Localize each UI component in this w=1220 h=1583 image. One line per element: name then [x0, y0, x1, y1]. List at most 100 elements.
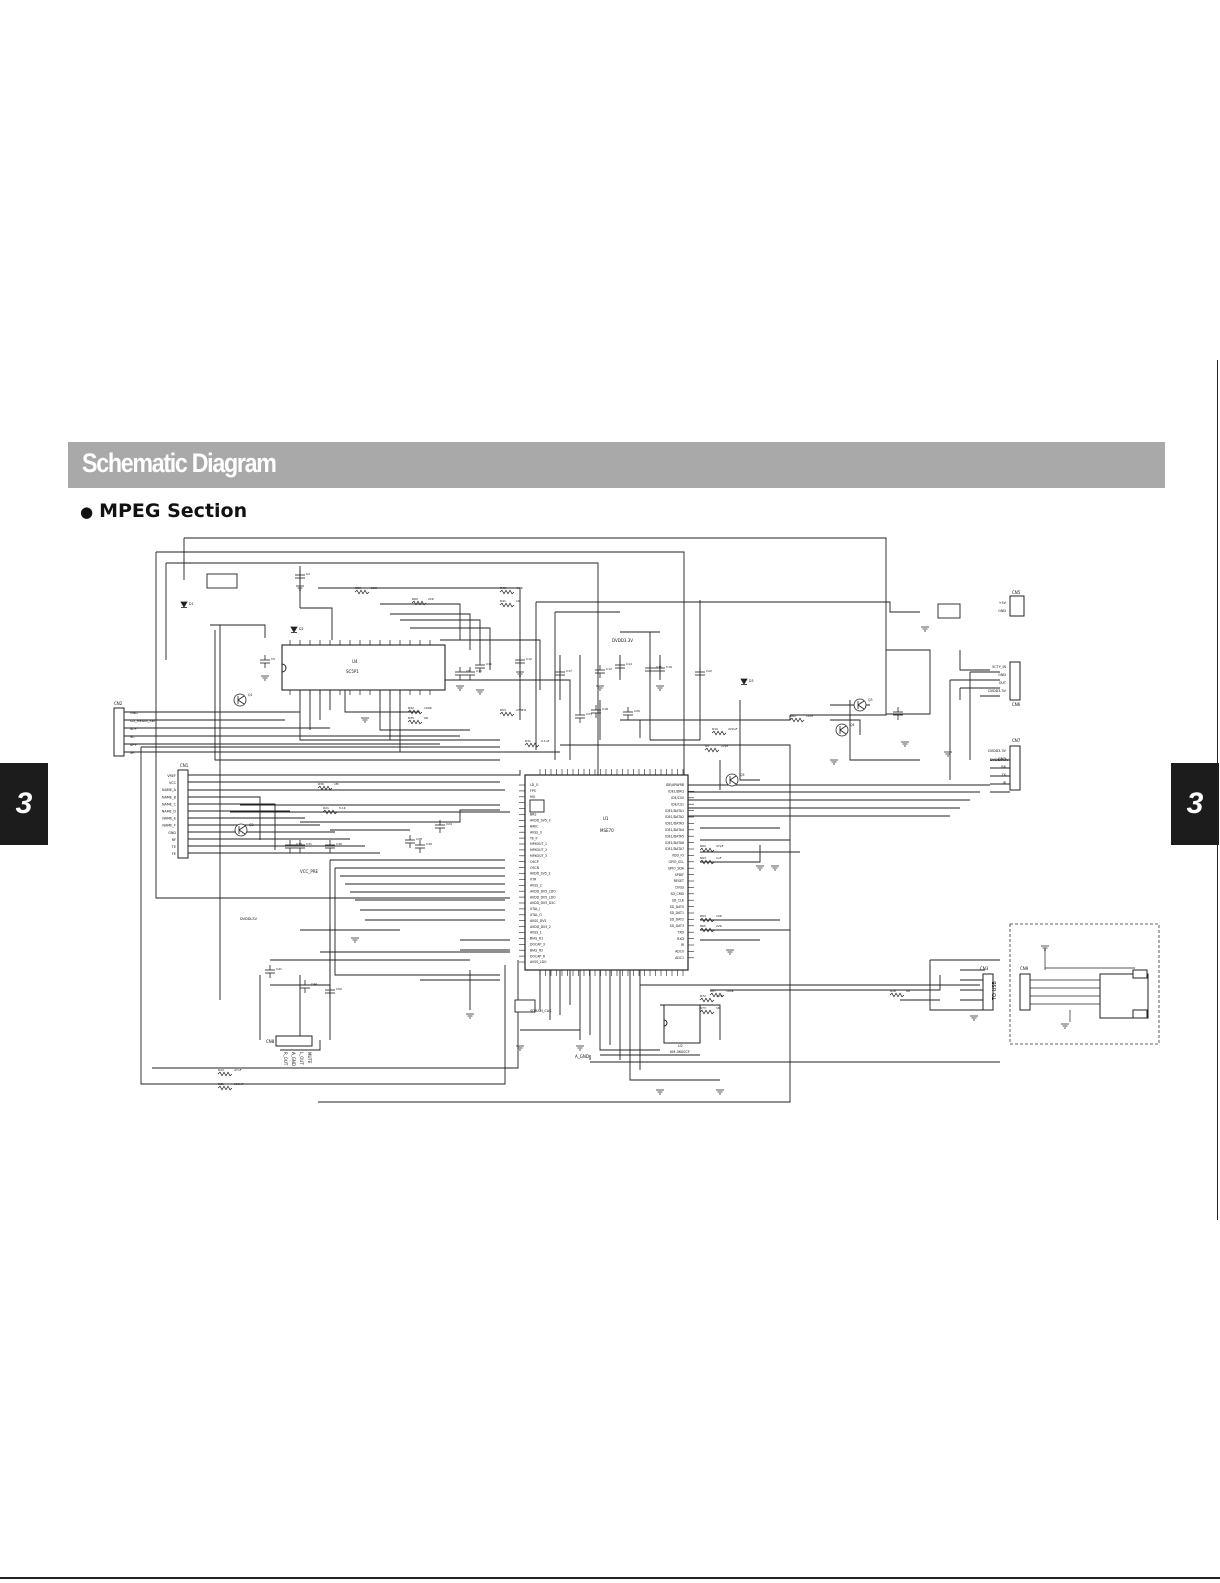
- connector-pin-label: VREF: [167, 774, 176, 778]
- transistor-leads: [729, 775, 737, 785]
- transistor: [835, 723, 849, 737]
- ground-symbol: [656, 1089, 664, 1095]
- u1-pin-label: VDD_IO: [672, 854, 685, 858]
- ground-symbol: [351, 937, 359, 943]
- u1-pin-label: AVDD_SV5_3: [530, 819, 551, 823]
- resistor-value: 5.1K: [339, 806, 347, 810]
- u1-pin-label: IDE1/DATA2: [665, 815, 684, 819]
- svg-text:CN8: CN8: [266, 1039, 275, 1044]
- ground-symbol: [716, 1089, 724, 1095]
- u1-pin-label: VTR: [530, 878, 537, 882]
- svg-text:SDRAM_CAS: SDRAM_CAS: [530, 1009, 552, 1013]
- resistor: [704, 747, 720, 753]
- page-tab-right: 3: [1171, 763, 1219, 845]
- capacitor-label: C11: [486, 662, 492, 666]
- ground-symbol: [596, 685, 604, 691]
- ground-symbol: [771, 865, 779, 871]
- connector-pin-label: NAME_A: [162, 788, 177, 792]
- resistor: [789, 717, 805, 723]
- connector-pin-label: DVDD3.3V: [988, 749, 1006, 753]
- resistor-value: 0R: [906, 989, 910, 993]
- resistor-value: 1K: [516, 599, 521, 603]
- u1-pin-label: ADC1: [675, 956, 684, 960]
- resistor-value: 220uF: [728, 727, 738, 731]
- svg-text:VCC_PRE: VCC_PRE: [300, 869, 319, 874]
- capacitor-label: C2: [306, 572, 310, 576]
- u1-pin-label: RESET: [674, 879, 684, 883]
- svg-text:CN7: CN7: [1012, 738, 1021, 743]
- ground-symbol: [944, 751, 952, 757]
- resistor: [407, 709, 423, 715]
- transistor: [233, 693, 247, 707]
- resistor: [699, 917, 715, 923]
- u1-pin-label: MPXOUT_1: [530, 842, 547, 846]
- transistor: [725, 773, 739, 787]
- connector-pin-label: TX: [1001, 773, 1007, 777]
- transistor-label: Q4: [850, 723, 855, 727]
- ground-symbol: [726, 949, 734, 955]
- capacitor-label: C30: [426, 842, 432, 846]
- resistor-value: 47uF: [234, 1068, 242, 1072]
- capacitor-label: C41: [276, 967, 282, 971]
- resistor-label: R87: [710, 989, 716, 993]
- capacitor-label: C44: [311, 982, 317, 986]
- u1-pin-label: MPXOUT_3: [530, 854, 547, 858]
- u1-pin-label: FPS: [530, 789, 536, 793]
- capacitor-label: C24: [446, 822, 452, 826]
- u1-right-pin-labels: IDE/ARWRBIDE1/DRQIDE/CS0IDE/CS1IDE1/DATA…: [665, 783, 685, 960]
- u1-pin-label: IDE1/DATA5: [665, 834, 684, 838]
- connector-pin-label: TE: [171, 845, 176, 849]
- connector-pin-label: +5V: [999, 601, 1007, 605]
- capacitor-label: C18: [602, 707, 608, 711]
- connector-pin-label: GND: [168, 831, 176, 835]
- diode: [180, 601, 188, 608]
- u1-pin-label: SD_DAT0: [670, 905, 684, 909]
- main-ic-part: MSE70: [600, 828, 614, 833]
- resistor-value: 0R: [424, 716, 428, 720]
- resistor: [699, 859, 715, 865]
- ground-symbol: [476, 689, 484, 695]
- ground-symbol: [901, 741, 909, 747]
- u1-pin-label: IDE1/DATA1: [665, 809, 684, 813]
- transistor-leads: [839, 725, 847, 735]
- ic-u2-ref: U2: [678, 1044, 683, 1048]
- u1-left-pin-labels: LD_OFPSMOSORFBRSAVDD_SV5_3RAVCAVSS_3TE_P…: [529, 783, 556, 964]
- ground-symbol: [1041, 945, 1049, 951]
- u1-pin-label: IDE/CS0: [671, 796, 684, 800]
- connector-pin-label: NAME_C: [162, 802, 177, 806]
- ic-u4: U4 SC5P1: [281, 640, 446, 695]
- u1-pin-label: IDE1/DRQ: [668, 790, 684, 794]
- resistor: [889, 992, 905, 998]
- ground-symbol: [830, 759, 838, 765]
- resistor-value: 22K: [716, 924, 723, 928]
- resistor: [354, 589, 370, 595]
- ground-symbol: [261, 675, 269, 681]
- resistor-value: 10uF: [806, 714, 814, 718]
- u1-pin-label: GPIO_SDA: [668, 866, 685, 870]
- bullet-icon: ●: [80, 503, 94, 521]
- u1-pin-label: MO: [530, 795, 536, 799]
- ground-symbol: [516, 671, 524, 677]
- resistor-label: R10: [712, 727, 718, 731]
- capacitor-label: C17: [566, 669, 572, 673]
- connector-pin-label: RX: [1001, 765, 1006, 769]
- u1-pin-label: ADC0: [675, 950, 684, 954]
- resistor: [499, 589, 515, 595]
- u1-pin-label: SD_DAT2: [670, 918, 684, 922]
- resistor: [499, 711, 515, 717]
- resistor-label: R22: [218, 1068, 224, 1072]
- ic-u2-part: KM-0600CF: [670, 1050, 690, 1054]
- u1-pin-label: SPDIF: [675, 873, 684, 877]
- connector-pin-label: FE: [172, 852, 176, 856]
- resistor-label: R72: [700, 994, 706, 998]
- resistor-value: 100K: [726, 989, 735, 993]
- transistor: [234, 823, 248, 837]
- u1-pin-label: IDE1/DATA6: [665, 841, 684, 845]
- resistor-value: 10K: [371, 586, 378, 590]
- connector-pin-label: GND: [130, 711, 138, 715]
- resistor-value: 100K: [424, 706, 433, 710]
- svg-text:CN9: CN9: [1020, 966, 1029, 971]
- main-ic: U1 MSE70 LD_OFPSMOSORFBRSAVDD_SV5_3RAVCA…: [519, 769, 694, 976]
- ground-symbol: [921, 626, 929, 632]
